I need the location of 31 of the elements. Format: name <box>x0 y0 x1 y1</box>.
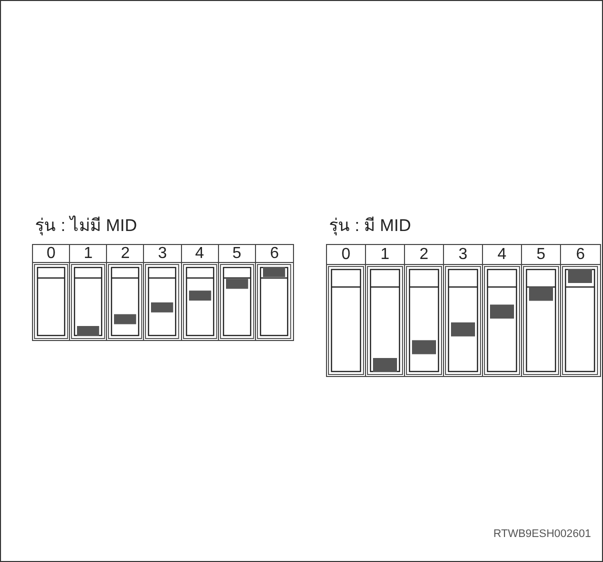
gauge-column <box>444 245 483 376</box>
gauge-column <box>218 245 256 340</box>
column-number: 6 <box>256 245 293 263</box>
column-number: 0 <box>33 245 70 263</box>
column-number: 1 <box>70 245 106 263</box>
gauge-column <box>256 245 293 340</box>
gauge-column <box>70 245 108 340</box>
gauge-column <box>107 245 144 340</box>
gauge-column <box>405 245 444 376</box>
column-number: 3 <box>444 245 482 265</box>
column-number: 5 <box>522 245 560 265</box>
column-number: 2 <box>405 245 443 265</box>
gauge-column <box>327 245 366 376</box>
gauge-column <box>561 245 600 376</box>
column-number: 5 <box>218 245 255 263</box>
gauge-column <box>366 245 405 376</box>
column-number: 1 <box>366 245 404 265</box>
column-number: 0 <box>327 245 365 265</box>
panel-heading: รุ่น : ไม่มี MID <box>35 214 138 238</box>
gauge-column <box>33 245 70 340</box>
column-number: 6 <box>561 245 600 265</box>
panel-heading: รุ่น : มี MID <box>329 215 412 238</box>
gauge-column <box>483 245 522 376</box>
column-number: 4 <box>483 245 521 265</box>
column-number: 3 <box>144 245 181 263</box>
gauge-column <box>522 245 561 376</box>
gauge-column <box>182 245 219 340</box>
column-number: 2 <box>107 245 144 263</box>
figure-code: RTWB9ESH002601 <box>493 527 591 542</box>
gauge-column <box>144 245 182 340</box>
column-number: 4 <box>182 245 218 263</box>
